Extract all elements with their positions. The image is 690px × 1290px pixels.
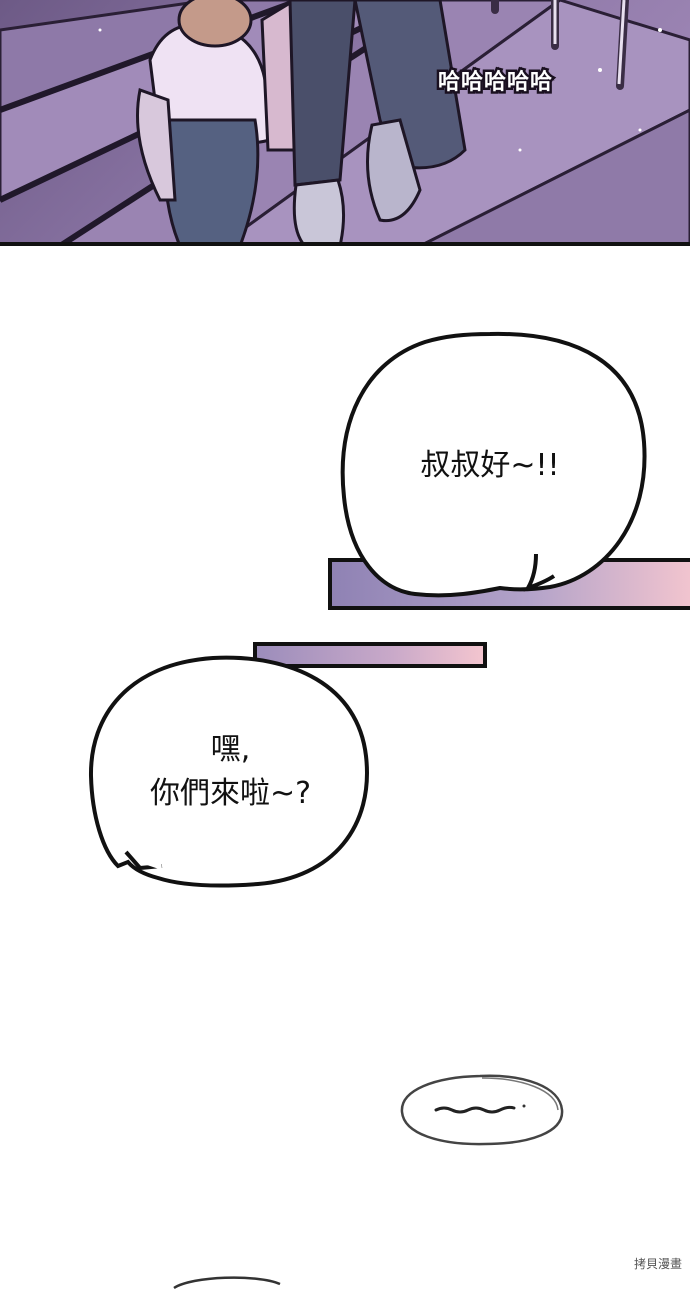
watermark: 拷貝漫畫 [633,1257,682,1271]
speech-bubble-outline [88,655,369,888]
speech-bubble-reply: 嘿, 你們來啦~? [88,655,369,888]
partial-bubble-outline [173,1276,281,1290]
sketchy-bubble-squiggle [400,1072,564,1148]
reply-text: 嘿, 你們來啦~? [88,728,373,816]
laughter-sound-effect: 哈哈哈哈哈 [435,68,554,98]
greeting-text: 叔叔好~!! [420,448,560,483]
partial-bubble-bottom [172,1270,282,1290]
reply-line-2: 你們來啦~? [149,776,312,811]
speech-bubble-outline [340,331,647,598]
gradient-panel-strip-middle [253,642,487,668]
squiggle-bubble-outline [400,1074,564,1146]
staircase-scene-illustration [0,0,690,242]
speech-bubble-greeting: 叔叔好~!! [340,331,647,602]
reply-line-1: 嘿, [210,732,251,767]
top-comic-panel: 哈哈哈哈哈 [0,0,690,246]
